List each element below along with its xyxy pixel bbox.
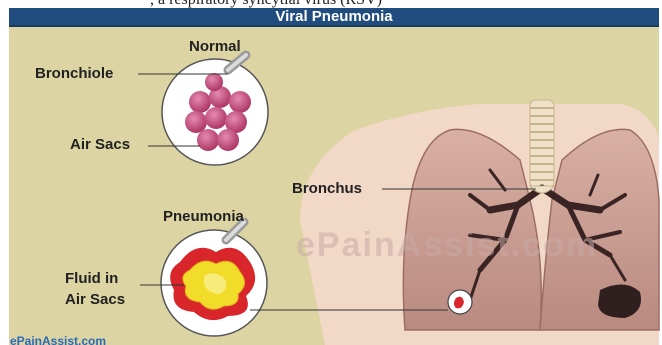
lung-shadow — [598, 284, 641, 318]
label-air-sacs: Air Sacs — [70, 136, 130, 153]
label-fluid-in: Fluid in — [65, 270, 118, 287]
label-bronchus: Bronchus — [292, 180, 362, 197]
label-bronchiole: Bronchiole — [35, 65, 113, 82]
watermark: ePainAssist.com — [296, 226, 598, 265]
label-normal: Normal — [189, 38, 241, 55]
label-pneumonia: Pneumonia — [163, 208, 244, 225]
trachea — [530, 100, 554, 188]
label-air-sacs-fluid: Air Sacs — [65, 291, 125, 308]
brand-logo-text: ePainAssist.com — [10, 334, 106, 345]
